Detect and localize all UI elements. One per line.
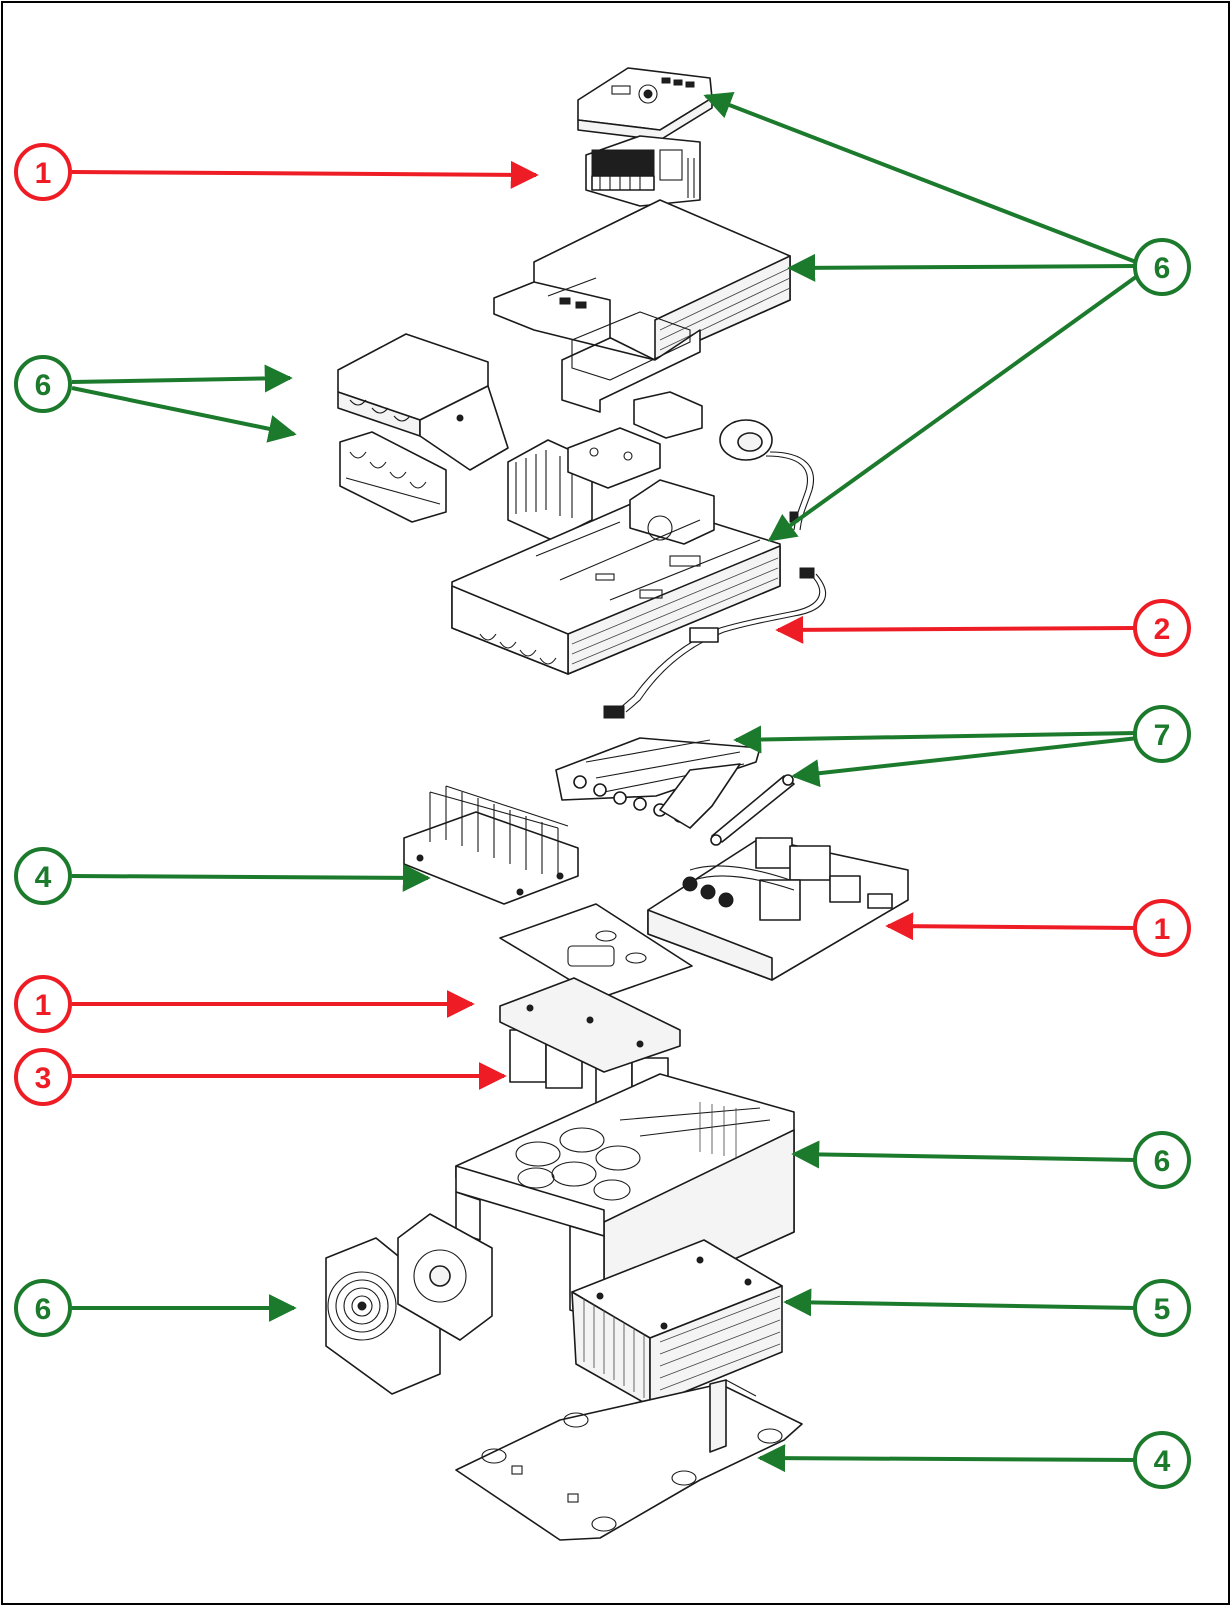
callout-4-c6: 4 [14, 847, 72, 905]
heat-sink [571, 1239, 783, 1407]
arrow-4-mounting-plate [757, 1444, 1137, 1473]
callout-circle [1133, 899, 1191, 957]
callout-number: 4 [1154, 1445, 1171, 1478]
callout-3-c9: 3 [14, 1048, 72, 1106]
arrow-6-top-cover [787, 253, 1137, 282]
terminal-guard [339, 431, 447, 523]
callout-circle [14, 847, 72, 905]
callout-6-c10: 6 [1133, 1131, 1191, 1189]
callout-number: 1 [35, 157, 52, 190]
arrow-6-side-cover [71, 364, 293, 393]
arrow-6-chassis [767, 272, 1142, 542]
control-terminal-board [585, 135, 701, 207]
callout-number: 6 [35, 1293, 52, 1326]
insulating-sheet [499, 903, 693, 999]
callout-number: 6 [1154, 252, 1171, 285]
callout-circle [1133, 1131, 1191, 1189]
callout-number: 3 [35, 1062, 52, 1095]
callout-2-c4: 2 [1133, 599, 1191, 657]
callout-6-c11: 6 [14, 1279, 72, 1337]
arrow-6-housing [791, 1140, 1137, 1169]
callout-6-c2: 6 [1133, 238, 1191, 296]
side-terminal-cover [337, 333, 509, 471]
callout-circle [14, 1048, 72, 1106]
callout-circle [14, 1279, 72, 1337]
keypad-module [577, 67, 713, 141]
callout-number: 6 [35, 369, 52, 402]
callout-number: 1 [35, 989, 52, 1022]
callout-circle [14, 143, 72, 201]
callout-circle [1133, 705, 1191, 763]
callout-circle [1133, 238, 1191, 296]
busbar-assembly [555, 737, 761, 829]
callout-number: 5 [1154, 1293, 1171, 1326]
callout-number: 2 [1154, 613, 1171, 646]
callout-number: 6 [1154, 1145, 1171, 1178]
callout-layer: 1 6 6 2 7 4 1 1 3 6 6 5 4 [14, 143, 1191, 1489]
callout-circle [14, 975, 72, 1033]
arrow-1-control-board [71, 160, 539, 189]
power-board [647, 837, 909, 981]
callout-circle [1133, 1431, 1191, 1489]
arrow-5-heat-sink [783, 1288, 1137, 1317]
arrow-6-terminal-guard [71, 386, 297, 443]
callout-1-c1: 1 [14, 143, 72, 201]
callout-5-c12: 5 [1133, 1279, 1191, 1337]
callout-1-c8: 1 [14, 975, 72, 1033]
arrow-7-busbar [733, 725, 1137, 754]
arrow-1-power-board [885, 912, 1137, 941]
arrow-7-strap [791, 736, 1139, 788]
small-bracket [567, 391, 703, 489]
callout-7-c5: 7 [1133, 705, 1191, 763]
callout-number: 7 [1154, 719, 1171, 752]
arrow-2-ribbon-cable [775, 615, 1137, 644]
terminal-board [403, 785, 579, 905]
fan-with-guard [325, 1213, 493, 1395]
callout-circle [1133, 1279, 1191, 1337]
callout-1-c7: 1 [1133, 899, 1191, 957]
top-cover [493, 199, 791, 413]
callout-4-c13: 4 [1133, 1431, 1191, 1489]
callout-circle [14, 355, 72, 413]
callout-number: 4 [35, 861, 52, 894]
main-chassis [451, 479, 781, 675]
callout-arrows [71, 92, 1142, 1473]
callout-6-c3: 6 [14, 355, 72, 413]
arrow-4-terminal-board [71, 863, 431, 892]
callout-number: 1 [1154, 913, 1171, 946]
arrow-6-keypad [703, 92, 1137, 264]
callout-circle [1133, 599, 1191, 657]
ferrite-core-cable [719, 419, 814, 531]
mounting-plate [455, 1379, 803, 1541]
ribbon-cable [603, 567, 826, 719]
